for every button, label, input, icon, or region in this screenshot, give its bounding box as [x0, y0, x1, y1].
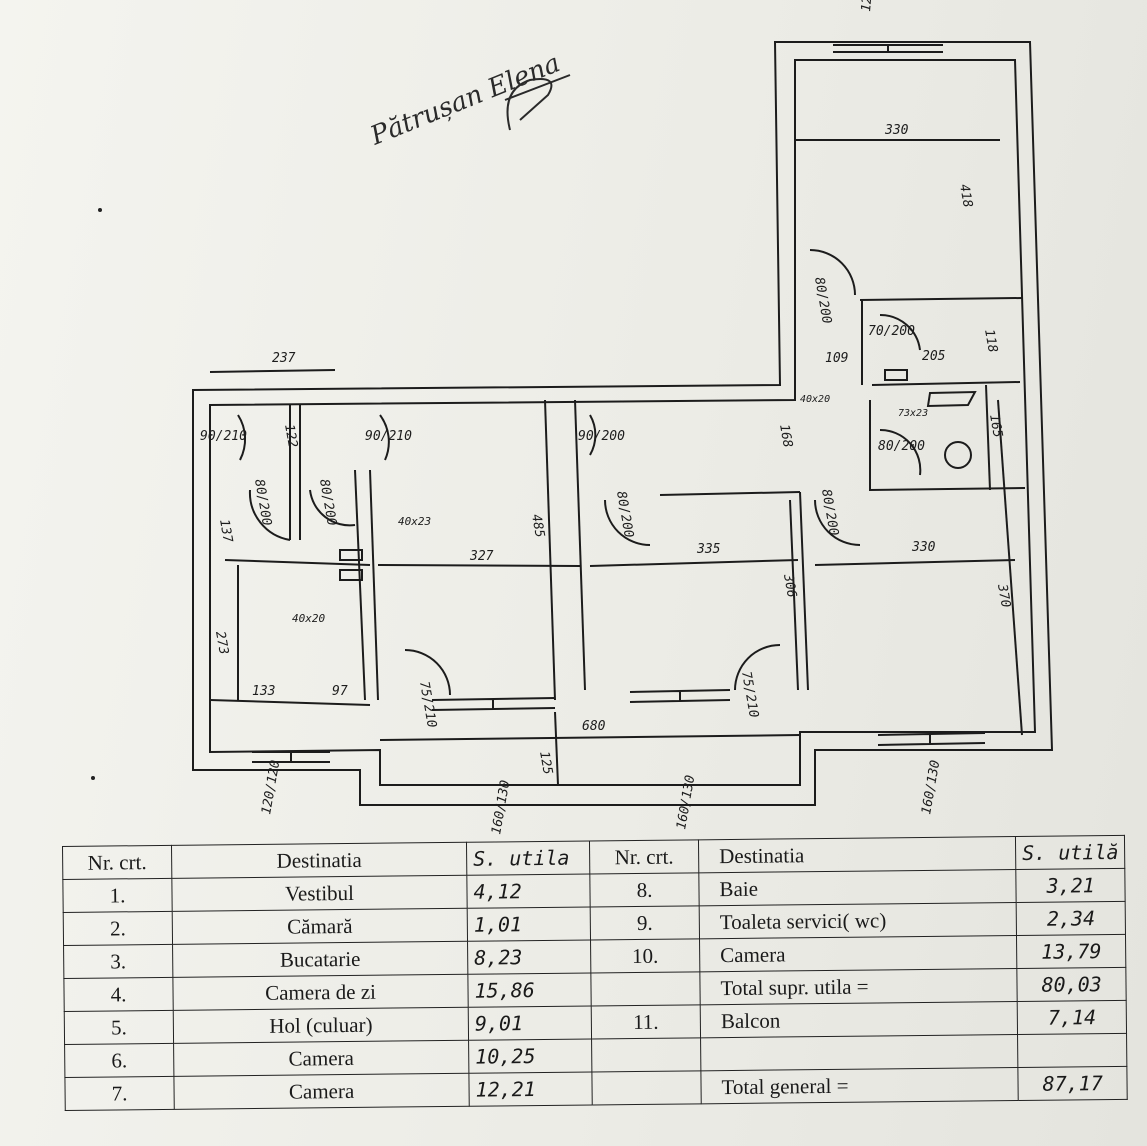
dim-label: 168 [776, 423, 795, 449]
window-label: 120/120 [259, 759, 283, 816]
row-dest2: Balcon [700, 1001, 1018, 1038]
row-val: 15,86 [467, 972, 592, 1008]
dim-label: 418 [956, 183, 975, 209]
dim-label: 237 [272, 351, 296, 366]
row-nr: 1. [62, 878, 173, 913]
svg-text:Pătrușan Elena: Pătrușan Elena [365, 48, 564, 152]
row-nr2: 8. [589, 872, 700, 907]
door-label: 75/210 [738, 670, 761, 719]
row-dest2: Camera [699, 935, 1017, 972]
dim-label: 137 [216, 518, 235, 544]
door-label: 80/200 [251, 478, 274, 527]
row-nr: 3. [63, 944, 173, 979]
row-dest: Bucatarie [172, 941, 468, 978]
dim-label: 122 [281, 423, 300, 449]
dim-label: 330 [884, 123, 909, 138]
row-dest2: Total supr. utila = [699, 968, 1018, 1005]
row-dest: Vestibul [171, 875, 468, 912]
row-val: 10,25 [468, 1038, 592, 1074]
header-val2: S. utilă [1015, 835, 1126, 870]
handwritten-signature: Pătrușan Elena [365, 48, 571, 152]
row-val2: 87,17 [1017, 1066, 1128, 1101]
dim-label: 118 [981, 328, 1000, 354]
door-label: 80/200 [818, 488, 841, 537]
row-dest: Camera [173, 1073, 470, 1110]
door-label: 75/210 [416, 680, 439, 729]
dim-label: 330 [911, 540, 936, 555]
door-label: 80/200 [613, 490, 636, 539]
row-nr2 [590, 971, 701, 1006]
door-label: 90/200 [578, 429, 625, 444]
row-val: 1,01 [467, 906, 591, 942]
header-nr2: Nr. crt. [589, 839, 699, 874]
row-nr2: 10. [590, 938, 700, 973]
row-dest: Camera de zi [172, 974, 469, 1011]
row-nr2: 11. [591, 1004, 701, 1039]
door-label: 80/200 [316, 478, 339, 527]
dim-label: 165 [986, 413, 1005, 439]
inner-wall [209, 59, 1037, 786]
door-label: 80/200 [811, 276, 834, 325]
row-nr: 6. [64, 1043, 174, 1078]
door-label: 90/210 [200, 429, 247, 444]
row-val2: 7,14 [1017, 1000, 1127, 1035]
row-val2 [1017, 1033, 1128, 1068]
row-nr: 5. [64, 1010, 174, 1045]
row-nr2 [591, 1070, 702, 1105]
corner-mark: 12/130 [859, 0, 878, 12]
door-label: 70/200 [868, 324, 915, 339]
header-dest: Destinatia [171, 842, 467, 879]
door-label: 80/200 [878, 439, 925, 454]
row-nr: 7. [64, 1076, 175, 1111]
row-dest2: Total general = [700, 1067, 1019, 1104]
row-dest: Camera [173, 1040, 469, 1077]
window-label: 160/130 [489, 779, 513, 836]
row-nr: 4. [63, 977, 174, 1012]
row-nr: 2. [63, 911, 173, 946]
header-val: S. utila [466, 840, 590, 876]
row-nr2 [591, 1037, 701, 1072]
row-nr2: 9. [590, 905, 700, 940]
area-table: Nr. crt. Destinatia S. utila Nr. crt. De… [62, 835, 1128, 1111]
row-val: 12,21 [468, 1071, 593, 1107]
vent-label: 40x23 [398, 515, 431, 528]
row-val: 9,01 [468, 1005, 592, 1041]
outer-wall [192, 41, 1054, 806]
dim-label: 97 [332, 684, 348, 699]
row-val: 8,23 [467, 939, 591, 975]
row-val2: 13,79 [1016, 934, 1127, 969]
row-dest: Cămară [172, 908, 468, 945]
dim-label: 327 [469, 549, 494, 564]
dim-label: 335 [696, 542, 721, 557]
dim-label: 205 [922, 349, 946, 364]
header-nr: Nr. crt. [62, 845, 172, 880]
window-label: 160/130 [919, 759, 943, 816]
dim-label: 273 [212, 630, 231, 656]
row-val2: 2,34 [1016, 901, 1126, 936]
window-label: 160/130 [674, 774, 698, 831]
vent-label: 40x20 [800, 394, 830, 405]
row-val: 4,12 [466, 873, 591, 909]
header-dest2: Destinatia [698, 836, 1016, 873]
row-val2: 80,03 [1016, 967, 1127, 1002]
dim-label: 306 [780, 572, 799, 599]
dim-label: 680 [582, 719, 606, 734]
row-val2: 3,21 [1015, 868, 1126, 903]
dim-label: 370 [994, 582, 1013, 609]
door-label: 90/210 [365, 429, 412, 444]
row-dest: Hol (culuar) [173, 1007, 469, 1044]
row-dest2 [700, 1034, 1018, 1071]
row-dest2: Baie [698, 869, 1017, 906]
vent-label: 40x20 [292, 612, 325, 625]
dim-label: 485 [528, 513, 547, 539]
dim-label: 133 [252, 684, 275, 699]
dim-label: 125 [536, 750, 555, 776]
vent-label: 73x23 [898, 408, 928, 419]
dim-label: 109 [825, 351, 848, 366]
floor-plan: 330 418 109 205 118 237 122 168 165 137 … [91, 0, 1054, 836]
row-dest2: Toaleta servici( wc) [699, 902, 1017, 939]
